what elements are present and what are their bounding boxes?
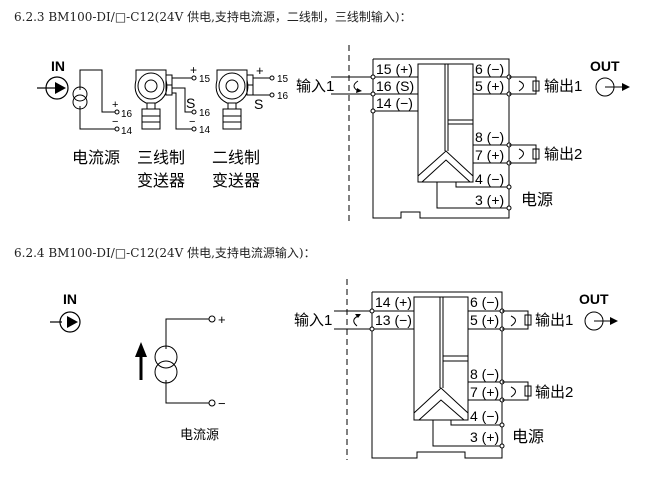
power-label: 电源 xyxy=(521,191,553,209)
tw3-minus: − xyxy=(189,116,195,128)
terminal-8: 8 (−) xyxy=(475,129,504,145)
section-heading-6-2-3: 6.2.3 BM100-DI/□-C12(24V 供电,支持电流源，二线制，三线… xyxy=(14,10,412,24)
cs2-minus: − xyxy=(218,396,226,411)
input-current-symbol-icon: IN xyxy=(37,58,69,100)
tw3-plus: + xyxy=(190,63,197,77)
two-wire-transmitter-icon: + S 15 16 xyxy=(215,63,289,130)
terminal-14: 14 (−) xyxy=(376,95,413,111)
output2-arrow-icon xyxy=(510,386,516,398)
output1-arrow-icon xyxy=(518,80,524,92)
tw2-plus: + xyxy=(256,63,264,78)
cs-pin-16: 16 xyxy=(121,109,133,120)
current-source-symbol-icon: + − 16 14 xyxy=(72,69,133,137)
input1-label: 输入1 xyxy=(296,78,334,95)
in-label-2: IN xyxy=(63,291,77,307)
tw3-pin-16: 16 xyxy=(199,108,211,119)
label-current-source-2: 电流源 xyxy=(180,428,219,443)
in-label: IN xyxy=(51,58,65,74)
terminal-3: 3 (+) xyxy=(475,192,504,208)
tw2-pin-15: 15 xyxy=(277,74,289,85)
terminal-14-b: 14 (+) xyxy=(375,294,412,310)
load-resistor-1-icon xyxy=(532,80,540,92)
output-current-symbol-icon xyxy=(595,77,630,97)
label-three-wire-2: 变送器 xyxy=(137,172,185,190)
cs2-plus: + xyxy=(218,312,226,327)
input1-label-2: 输入1 xyxy=(294,312,332,329)
label-three-wire-1: 三线制 xyxy=(137,149,185,167)
out-label: OUT xyxy=(590,58,620,74)
power-label-2: 电源 xyxy=(512,428,544,446)
terminal-7: 7 (+) xyxy=(475,147,504,163)
terminal-6: 6 (−) xyxy=(475,61,504,77)
current-direction-arrow-icon xyxy=(135,342,147,357)
terminal-16: 16 (S) xyxy=(376,78,414,94)
input-arrow-icon xyxy=(353,315,359,327)
terminal-6-b: 6 (−) xyxy=(470,294,499,310)
terminal-4-b: 4 (−) xyxy=(470,408,499,424)
terminal-15: 15 (+) xyxy=(376,61,413,77)
current-source-symbol-icon: + − xyxy=(135,312,226,411)
terminal-4: 4 (−) xyxy=(475,171,504,187)
output1-label: 输出1 xyxy=(544,78,582,95)
load-resistor-1-icon xyxy=(524,314,532,326)
terminal-5-b: 5 (+) xyxy=(470,312,499,328)
output1-arrow-icon xyxy=(510,315,516,327)
diagram-6-2-3: IN + − 16 14 xyxy=(37,45,630,222)
out-label-2: OUT xyxy=(579,291,609,307)
output-current-symbol-icon xyxy=(584,311,618,331)
output2-arrow-icon xyxy=(518,148,524,160)
label-two-wire-2: 变送器 xyxy=(212,172,260,190)
label-current-source: 电流源 xyxy=(72,149,120,167)
load-resistor-2-icon xyxy=(524,385,532,397)
three-wire-transmitter-icon: + S − 15 16 14 xyxy=(134,63,211,136)
cs-pin-14: 14 xyxy=(121,126,133,137)
terminal-8-b: 8 (−) xyxy=(470,366,499,382)
output2-label: 输出2 xyxy=(544,146,582,163)
input-current-symbol-icon: IN xyxy=(50,291,81,333)
terminal-7-b: 7 (+) xyxy=(470,384,499,400)
section-heading-6-2-4: 6.2.4 BM100-DI/□-C12(24V 供电,支持电流源输入)： xyxy=(14,246,316,260)
diagram-6-2-4: IN + − 电流源 输入1 14 (+) 13 ( xyxy=(50,279,618,460)
output2-label-2: 输出2 xyxy=(535,384,573,401)
terminal-13-b: 13 (−) xyxy=(375,312,412,328)
cs-plus: + xyxy=(112,99,118,111)
output1-label-2: 输出1 xyxy=(535,312,573,329)
load-resistor-2-icon xyxy=(532,148,540,160)
terminal-3-b: 3 (+) xyxy=(470,429,499,445)
cs-minus: − xyxy=(112,116,118,128)
tw2-s: S xyxy=(254,96,263,112)
tw2-pin-16: 16 xyxy=(277,91,289,102)
tw3-s: S xyxy=(186,95,195,111)
terminal-5: 5 (+) xyxy=(475,78,504,94)
label-two-wire-1: 二线制 xyxy=(212,149,260,167)
tw3-pin-14: 14 xyxy=(199,125,211,136)
tw3-pin-15: 15 xyxy=(199,74,211,85)
